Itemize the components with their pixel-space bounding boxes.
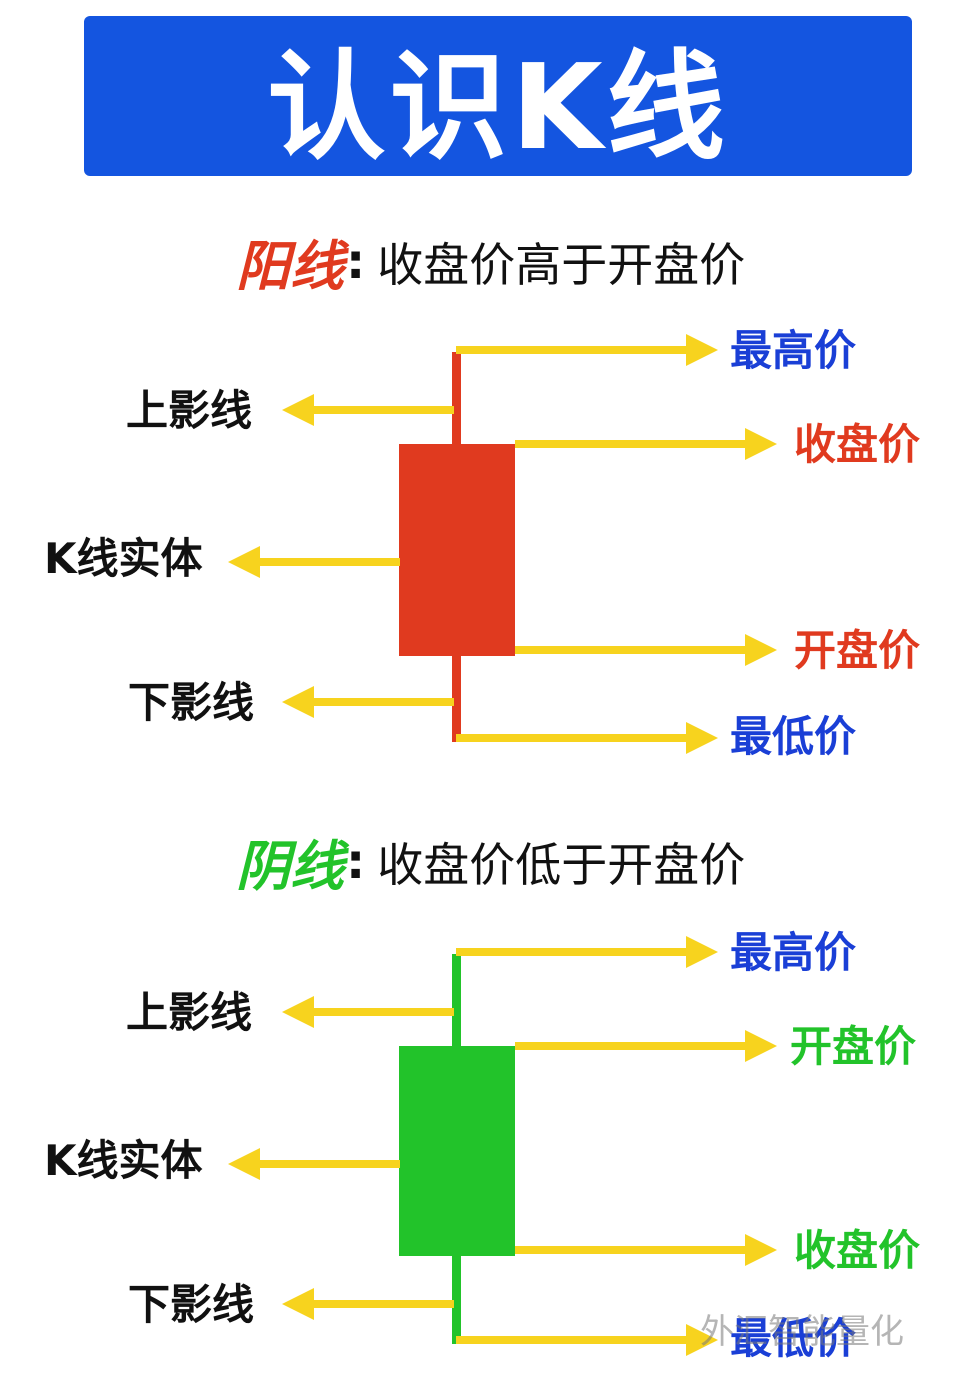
bull-heading: 阳线 : 收盘价高于开盘价 (236, 222, 745, 301)
bull-tag: 阳线 (236, 235, 344, 298)
arrow-lower-shadow (312, 1300, 454, 1308)
arrow-body-top (515, 440, 747, 448)
bull-body (399, 444, 515, 656)
watermark: 外汇智能量化 (700, 1312, 904, 1352)
title-banner: 认识K线 (84, 16, 912, 176)
arrow-body-bottom (515, 1246, 747, 1254)
bear-colon: : (346, 833, 366, 890)
arrow-high (456, 346, 688, 354)
arrow-high (456, 948, 688, 956)
bull-upper-shadow-label: 上影线 (126, 386, 253, 435)
bear-heading: 阴线 : 收盘价低于开盘价 (236, 822, 745, 901)
arrow-body (258, 1160, 400, 1168)
bear-lower-shadow-label: 下影线 (128, 1280, 255, 1329)
arrow-body-top-head (745, 1030, 777, 1062)
bull-high-label: 最高价 (730, 326, 857, 375)
bear-upper-shadow-label: 上影线 (126, 988, 253, 1037)
bull-candle-svg (228, 334, 777, 754)
arrow-body-bottom-head (745, 1234, 777, 1266)
bear-description: 收盘价低于开盘价 (377, 837, 746, 892)
bull-colon: : (346, 233, 366, 290)
arrow-body-top (515, 1042, 747, 1050)
bull-body-label: K线实体 (44, 534, 203, 583)
bull-candle-diagram: 上影线 K线实体 下影线 最高价 收盘价 开盘价 最低价 (0, 320, 972, 780)
bear-candle-svg (228, 936, 777, 1356)
arrow-lower-shadow (312, 698, 454, 706)
arrow-low (456, 1336, 688, 1344)
arrow-body (258, 558, 400, 566)
bull-low-label: 最低价 (730, 712, 857, 761)
bull-close-label: 收盘价 (794, 420, 921, 469)
arrow-high-head (686, 334, 718, 366)
arrow-low (456, 734, 688, 742)
bull-lower-shadow-label: 下影线 (128, 678, 255, 727)
arrow-high-head (686, 936, 718, 968)
bull-description: 收盘价高于开盘价 (377, 237, 746, 292)
bear-body (399, 1046, 515, 1256)
bear-low-label: 最低价 (730, 1314, 857, 1363)
arrow-upper-shadow-head (282, 996, 314, 1028)
arrow-upper-shadow (312, 406, 454, 414)
bear-tag: 阴线 (236, 835, 344, 898)
bear-close-label: 收盘价 (794, 1226, 921, 1275)
arrow-body-bottom (515, 646, 747, 654)
arrow-body-head (228, 1148, 260, 1180)
arrow-lower-shadow-head (282, 1288, 314, 1320)
bear-candle-diagram: 上影线 K线实体 下影线 最高价 开盘价 收盘价 最低价 (0, 922, 972, 1382)
arrow-upper-shadow-head (282, 394, 314, 426)
arrow-upper-shadow (312, 1008, 454, 1016)
arrow-body-top-head (745, 428, 777, 460)
bull-open-label: 开盘价 (794, 626, 921, 675)
arrow-body-bottom-head (745, 634, 777, 666)
arrow-lower-shadow-head (282, 686, 314, 718)
arrow-low-head (686, 1324, 718, 1356)
bear-body-label: K线实体 (44, 1136, 203, 1185)
arrow-low-head (686, 722, 718, 754)
bear-open-label: 开盘价 (790, 1022, 917, 1071)
bear-high-label: 最高价 (730, 928, 857, 977)
page-title: 认识K线 (267, 37, 729, 176)
arrow-body-head (228, 546, 260, 578)
